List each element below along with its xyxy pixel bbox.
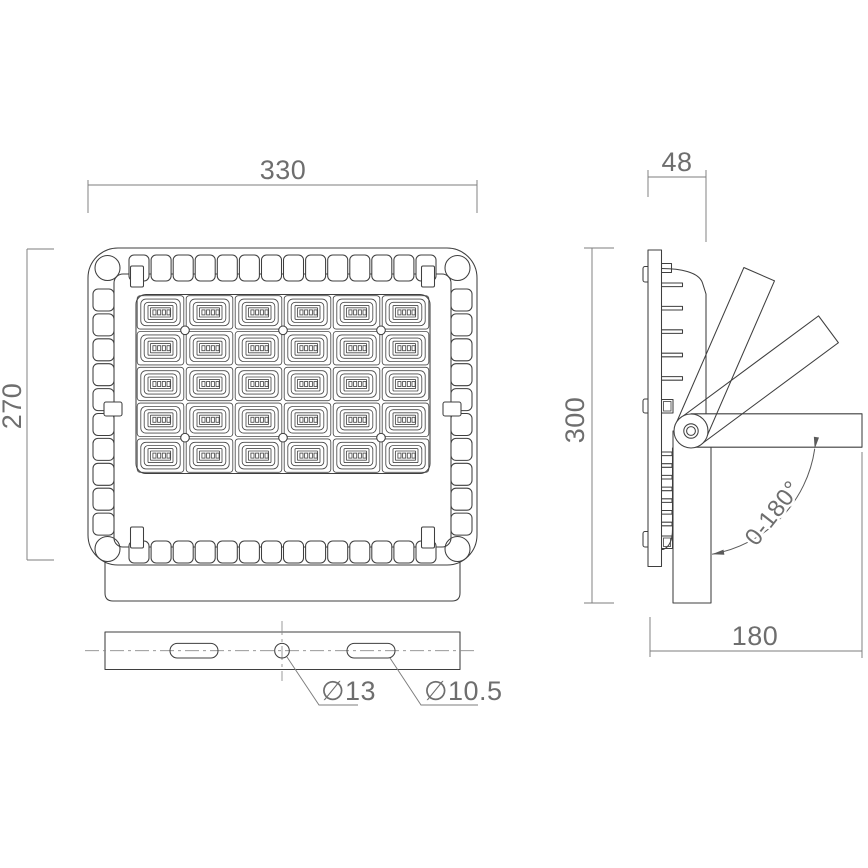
side-view: 0-180° 48 300 180 (558, 145, 863, 658)
front-mounting-bracket (104, 555, 461, 602)
rotation-range-label: 0-180° (740, 476, 807, 551)
bezel-clips (103, 265, 462, 549)
bracket-arm-horizontal (690, 413, 863, 448)
dim-depth-label: 48 (661, 147, 692, 177)
bottom-view: ∅13 ∅10.5 (85, 621, 505, 709)
corner-screw-hole (444, 535, 471, 563)
bracket-arm-down (672, 430, 712, 604)
rotation-arc: 0-180° (712, 436, 820, 555)
panel-screws (180, 325, 386, 443)
dim-depth: 48 (647, 145, 707, 242)
corner-screw-hole (94, 535, 121, 563)
leader-center-hole: ∅13 (286, 656, 378, 709)
dim-side-height-label: 300 (560, 397, 590, 444)
dim-side-height: 300 (558, 247, 614, 604)
corner-screw-hole (444, 254, 471, 282)
dim-front-width-label: 330 (260, 155, 307, 185)
center-hole (274, 642, 290, 659)
dim-front-width: 330 (87, 153, 478, 213)
center-hole-label: ∅13 (321, 676, 376, 706)
dim-bracket-reach-label: 180 (732, 621, 779, 651)
front-view: 330 270 (0, 153, 478, 602)
leader-slot-hole: ∅10.5 (389, 657, 505, 709)
slot-hole-label: ∅10.5 (424, 676, 503, 706)
slot-hole-right (346, 642, 396, 659)
dim-front-height: 270 (0, 248, 54, 561)
pivot-joint (673, 413, 709, 449)
mounting-plate (104, 631, 461, 671)
led-module-grid (135, 293, 431, 475)
slot-hole-left (169, 642, 219, 659)
corner-screw-hole (94, 254, 121, 282)
dim-bracket-reach: 180 (649, 452, 863, 658)
dim-front-height-label: 270 (0, 383, 27, 430)
side-bezel-plate (647, 249, 663, 568)
